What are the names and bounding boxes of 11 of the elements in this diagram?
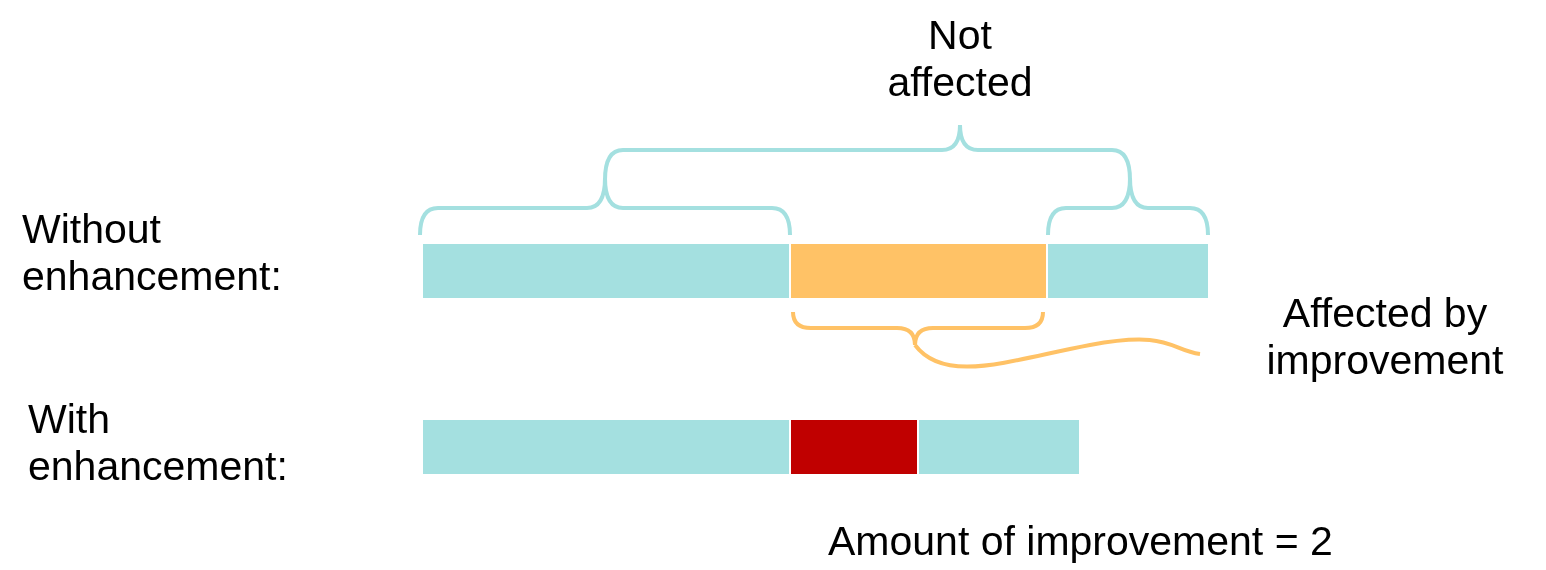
- bar-segment: [1048, 244, 1208, 298]
- bracket-label: Affected by improvement: [1265, 290, 1505, 384]
- bracket-label: Not affected: [886, 12, 1034, 106]
- bar-segment: [791, 244, 1046, 298]
- row-label: With enhancement:: [28, 396, 289, 490]
- bar-segment: [919, 420, 1079, 474]
- note-text: Amount of improvement = 2: [828, 518, 1334, 565]
- bar-segment: [791, 420, 917, 474]
- bar-segment: [423, 244, 789, 298]
- bar-segment: [423, 420, 789, 474]
- row-label: Without enhancement:: [22, 206, 283, 300]
